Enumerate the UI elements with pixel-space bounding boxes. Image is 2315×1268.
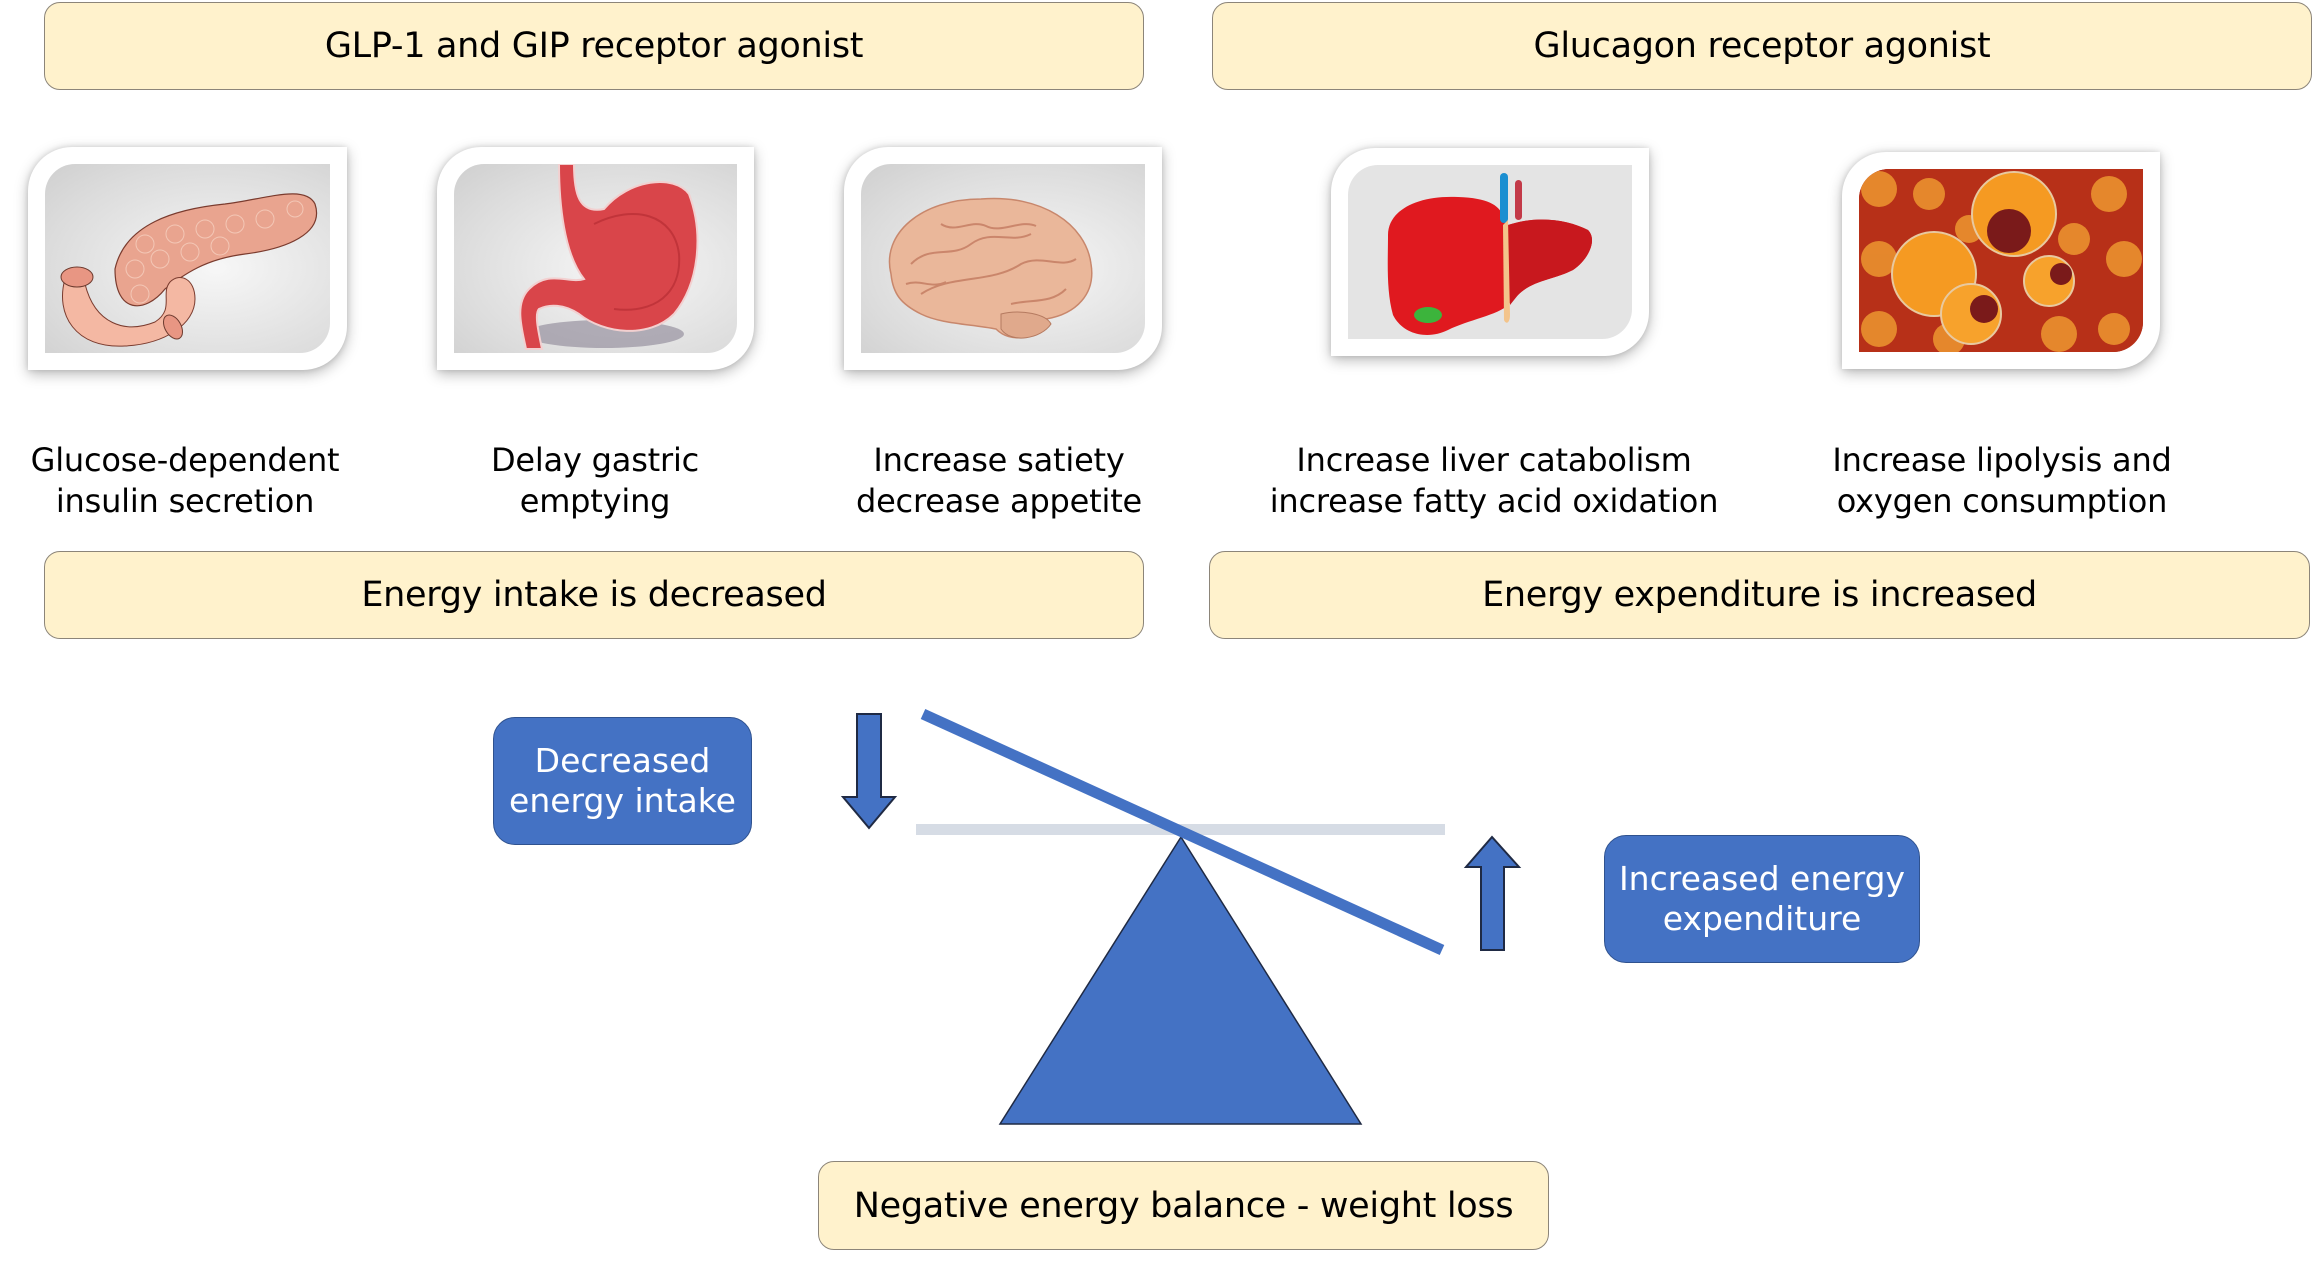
- stomach-caption: Delay gastric emptying: [491, 440, 699, 522]
- down-arrow-icon: [840, 713, 898, 830]
- adipocytes-caption-line2: oxygen consumption: [1836, 482, 2168, 520]
- liver-caption-line2: increase fatty acid oxidation: [1269, 482, 1719, 520]
- glucagon-header: Glucagon receptor agonist: [1212, 2, 2312, 90]
- glp1-gip-header: GLP-1 and GIP receptor agonist: [44, 2, 1144, 90]
- energy-expenditure-text: Energy expenditure is increased: [1482, 575, 2037, 615]
- decreased-intake-line1: Decreased: [534, 741, 711, 780]
- tilted-beam: [920, 708, 1445, 956]
- adipocytes-icon: [1859, 169, 2143, 352]
- glp1-gip-header-text: GLP-1 and GIP receptor agonist: [324, 26, 864, 66]
- stomach-icon: [519, 164, 699, 350]
- liver-caption-line1: Increase liver catabolism: [1296, 441, 1692, 479]
- stomach-panel: [437, 147, 754, 370]
- fulcrum-triangle: [998, 835, 1363, 1125]
- adipocytes-caption: Increase lipolysis and oxygen consumptio…: [1832, 440, 2172, 522]
- increased-expenditure-line1: Increased energy: [1618, 859, 1906, 898]
- decreased-intake-line2: energy intake: [509, 781, 736, 820]
- stomach-caption-line2: emptying: [519, 482, 671, 520]
- brain-caption-line2: decrease appetite: [855, 482, 1143, 520]
- pancreas-caption-line2: insulin secretion: [55, 482, 315, 520]
- brain-icon: [888, 197, 1093, 339]
- conclusion-text: Negative energy balance - weight loss: [853, 1185, 1514, 1226]
- decreased-intake-box: Decreased energy intake: [493, 717, 752, 845]
- liver-caption: Increase liver catabolism increase fatty…: [1270, 440, 1719, 522]
- glucagon-header-text: Glucagon receptor agonist: [1533, 26, 1991, 66]
- energy-expenditure-box: Energy expenditure is increased: [1209, 551, 2310, 639]
- pancreas-panel: [28, 147, 347, 370]
- brain-caption: Increase satiety decrease appetite: [856, 440, 1142, 522]
- pancreas-caption: Glucose-dependent insulin secretion: [31, 440, 340, 522]
- increased-expenditure-line2: expenditure: [1662, 899, 1862, 938]
- pancreas-caption-line1: Glucose-dependent: [30, 441, 340, 479]
- energy-intake-box: Energy intake is decreased: [44, 551, 1144, 639]
- adipocytes-caption-line1: Increase lipolysis and: [1832, 441, 2172, 479]
- adipocytes-panel: [1842, 152, 2160, 369]
- up-arrow-icon: [1463, 835, 1522, 951]
- pancreas-icon: [60, 193, 318, 347]
- conclusion-box: Negative energy balance - weight loss: [818, 1161, 1549, 1250]
- increased-expenditure-box: Increased energy expenditure: [1604, 835, 1920, 963]
- stomach-caption-line1: Delay gastric: [490, 441, 700, 479]
- brain-panel: [844, 147, 1162, 370]
- liver-panel: [1331, 148, 1649, 356]
- liver-icon: [1387, 173, 1593, 335]
- brain-caption-line1: Increase satiety: [873, 441, 1125, 479]
- energy-intake-text: Energy intake is decreased: [361, 575, 827, 615]
